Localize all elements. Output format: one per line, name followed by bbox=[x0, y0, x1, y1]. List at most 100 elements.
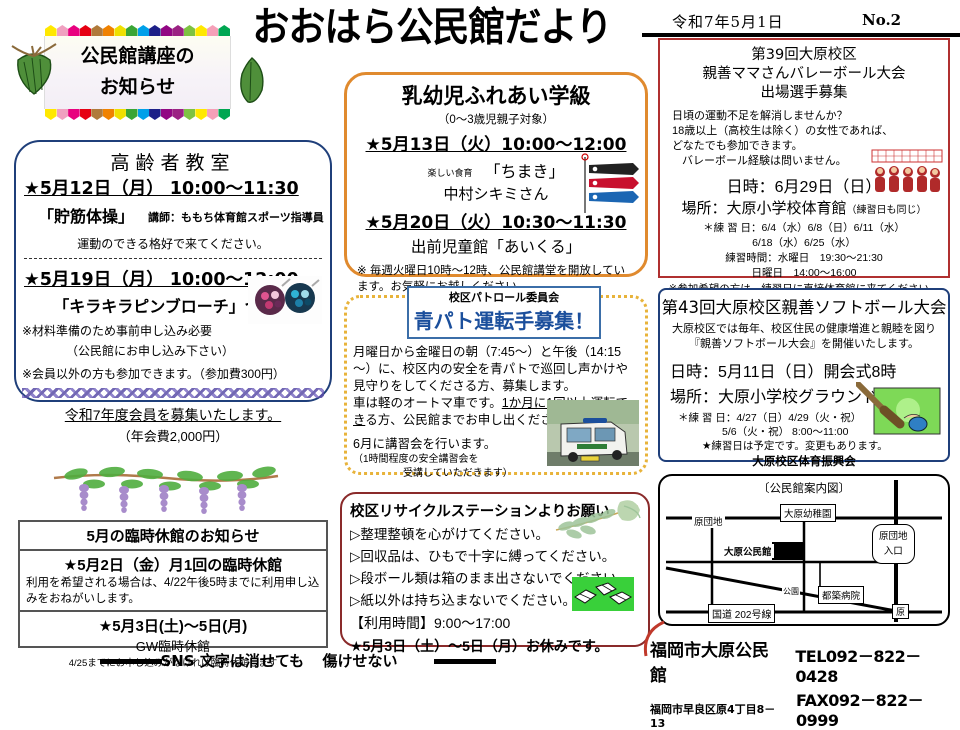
baby-event2-name: 出前児童館「あいくる」 bbox=[410, 239, 582, 256]
recycle-title: 校区リサイクルステーションよりお願い bbox=[350, 504, 610, 520]
softball-bat-icon bbox=[856, 382, 941, 435]
pencil-segment bbox=[91, 25, 103, 36]
wisteria-icon bbox=[53, 466, 279, 514]
volleyball-place-text: 場所：大原小学校体育館 bbox=[681, 200, 847, 217]
pencil-segment bbox=[91, 109, 103, 120]
banner-text: 公民館講座の お知らせ bbox=[45, 41, 230, 103]
recycle-item-4: ▷紙以外は持ち込まないでください。 bbox=[350, 593, 576, 608]
map-danchi-entrance-2: 入口 bbox=[883, 546, 903, 557]
map-label-route: 国道 202号線 bbox=[708, 604, 776, 623]
map-label-hospital: 都築病院 bbox=[818, 586, 865, 604]
baby-event1-tag: 楽しい食育 bbox=[427, 168, 473, 178]
volleyball-practice-3: 練習時間：水曜日 19:30～21:30 bbox=[725, 252, 883, 264]
senior-membership-1: 令和7年度会員を募集いたします。 bbox=[16, 405, 330, 425]
pencil-segment bbox=[79, 25, 92, 36]
banner-line-2: お知らせ bbox=[99, 76, 176, 98]
softball-practice-3: ★練習日は予定です。変更もあります。 bbox=[702, 440, 888, 452]
map-label-hara: 原 bbox=[892, 604, 910, 619]
patrol-paragraph-5: 受講していただきます） bbox=[403, 468, 513, 479]
baby-event1-date-text: ★5月13日（火）10:00～12:00 bbox=[365, 135, 627, 155]
map-label-kindergarten: 大原幼稚園 bbox=[780, 504, 836, 522]
volleyball-team-icon bbox=[871, 149, 943, 192]
senior-class-box: 高齢者教室 ★5月12日（月） 10:00～11:30 「貯筋体操」 講師：もも… bbox=[14, 140, 332, 444]
pencil-segment bbox=[102, 25, 115, 36]
volleyball-practice-2: 6/18（水）6/25（水） bbox=[752, 237, 856, 249]
map-label-kominkan: 大原公民館 bbox=[722, 544, 774, 558]
pencil-segment bbox=[114, 25, 126, 36]
map-title: 〔公民館案内図〕 bbox=[758, 483, 850, 495]
patrol-p2a: 車は軽のオートマ車です。 bbox=[353, 396, 502, 410]
patrol-header: 校区パトロール委員会 青パト運転手募集！ bbox=[407, 286, 601, 339]
contact-footer: 福岡市大原公民館 TEL092－822－0428 福岡市早良区原4丁目8－13 … bbox=[650, 636, 960, 730]
leaf-branch-icon bbox=[555, 500, 641, 539]
pencil-segment bbox=[149, 25, 161, 36]
sns-text-1: SNS 文字は消せても bbox=[160, 652, 305, 670]
bamboo-leaf-icon bbox=[240, 57, 264, 103]
closure-row-1: ★5月2日（金）月1回の臨時休館 利用を希望される場合は、4/22午後5時までに… bbox=[20, 551, 326, 610]
baby-event2-date: ★5月20日（火）10:30～11:30 bbox=[347, 208, 645, 233]
closure-row1-body: 利用を希望される場合は、4/22午後5時までに利用申し込みをおねがいします。 bbox=[26, 577, 320, 605]
paper-bundle-icon bbox=[572, 577, 634, 611]
baby-event1-person: 中村シキミさん bbox=[443, 186, 549, 203]
pencil-segment bbox=[149, 109, 161, 120]
volleyball-title-3: 出場選手募集 bbox=[760, 85, 848, 101]
volleyball-practice-4: 日曜日 14:00～16:00 bbox=[751, 267, 857, 279]
wave-divider bbox=[22, 388, 324, 398]
patrol-committee-label: 校区パトロール委員会 bbox=[448, 292, 560, 304]
recycle-item-2: ▷回収品は、ひもで十字に縛ってください。 bbox=[350, 549, 616, 564]
pencil-segment bbox=[56, 25, 69, 36]
volleyball-title: 第39回大原校区 親善ママさんバレーボール大会 出場選手募集 bbox=[660, 40, 948, 103]
senior-event1-name: 「貯筋体操」 bbox=[38, 207, 135, 226]
pencil-segment bbox=[206, 25, 219, 36]
pencil-segment bbox=[160, 25, 173, 36]
baby-class-title: 乳幼児ふれあい学級 bbox=[401, 84, 591, 108]
senior-membership-2: （年会費2,000円） bbox=[117, 429, 229, 444]
sns-text-2: 傷けせない bbox=[322, 652, 398, 670]
pencil-segment bbox=[68, 25, 80, 36]
volleyball-place: 場所：大原小学校体育館（練習日も同じ） bbox=[660, 197, 948, 218]
koinobori-icon bbox=[581, 153, 639, 213]
senior-class-title: 高齢者教室 bbox=[110, 152, 236, 174]
pencil-segment bbox=[125, 109, 138, 120]
pencil-segment bbox=[79, 109, 92, 120]
header-rule bbox=[642, 33, 960, 37]
baby-class-subtitle: （0～3歳児親子対象） bbox=[437, 114, 555, 126]
pencil-segment bbox=[68, 109, 80, 120]
pencil-segment bbox=[160, 109, 173, 120]
volleyball-body-4: バレーボール経験は問いません。 bbox=[682, 155, 847, 167]
softball-datetime: 日時：5月11日（日）開会式8時 bbox=[670, 364, 897, 381]
senior-event1-date: ★5月12日（月） 10:00～11:30 bbox=[24, 179, 299, 199]
pencil-segment bbox=[195, 25, 207, 36]
volleyball-title-2: 親善ママさんバレーボール大会 bbox=[702, 66, 906, 82]
map-danchi-entrance-1: 原団地 bbox=[879, 531, 908, 542]
pencil-border-bottom bbox=[45, 109, 230, 120]
volleyball-body-3: どなたでも参加できます。 bbox=[672, 140, 803, 152]
senior-event1-teacher: 講師：ももち体育館スポーツ指導員 bbox=[148, 212, 324, 224]
volleyball-body-2: 18歳以上（高校生は除く）の女性であれば、 bbox=[672, 125, 894, 137]
volleyball-place-note: （練習日も同じ） bbox=[846, 205, 927, 216]
volleyball-body: 日頃の運動不足を解消しませんか？ 18歳以上（高校生は除く）の女性であれば、 ど… bbox=[660, 103, 948, 169]
baby-event1-name: 「ちまき」 bbox=[484, 164, 565, 181]
softball-org: 大原校区体育振興会 bbox=[752, 456, 856, 468]
volleyball-datetime: 日時：6月29日（日） bbox=[726, 179, 882, 196]
softball-box: 第43回大原校区親善ソフトボール大会 大原校区では毎年、校区住民の健康増進と親睦… bbox=[658, 288, 950, 468]
pencil-border-top bbox=[45, 25, 230, 36]
pencil-segment bbox=[183, 109, 196, 120]
baby-event2-date-text: ★5月20日（火）10:30～11:30 bbox=[365, 213, 627, 233]
senior-event2-note2: （公民館にお申し込み下さい） bbox=[66, 344, 235, 358]
recycle-closed: ★5月3日（土）～5日（月）お休みです。 bbox=[350, 638, 609, 654]
patrol-title: 青パト運転手募集！ bbox=[413, 311, 595, 333]
pencil-segment bbox=[114, 109, 126, 120]
softball-practice-1: ＊練 習 日：4/27（日）4/29（火・祝） bbox=[678, 412, 862, 424]
banner-line-1: 公民館講座の bbox=[80, 45, 195, 67]
page-header: おおはら公民館だより 令和7年5月1日 No.2 bbox=[0, 0, 960, 50]
recycle-box: 校区リサイクルステーションよりお願い ▷整理整頓を心がけてください。 ▷回収品は… bbox=[340, 492, 650, 654]
pencil-segment bbox=[218, 25, 230, 36]
volleyball-box: 第39回大原校区 親善ママさんバレーボール大会 出場選手募集 日頃の運動不足を解… bbox=[658, 38, 950, 313]
kominkan-address: 福岡市早良区原4丁目8－13 bbox=[650, 703, 776, 730]
patrol-paragraph-1: 月曜日から金曜日の朝（7:45～）と午後（14:15～）に、校区内の安全を青パト… bbox=[353, 345, 629, 393]
bamboo-wrap-icon bbox=[11, 43, 57, 95]
volleyball-title-1: 第39回大原校区 bbox=[751, 47, 857, 63]
closure-title: 5月の臨時休館のお知らせ bbox=[20, 522, 326, 551]
kominkan-name: 福岡市大原公民館 bbox=[650, 641, 769, 686]
